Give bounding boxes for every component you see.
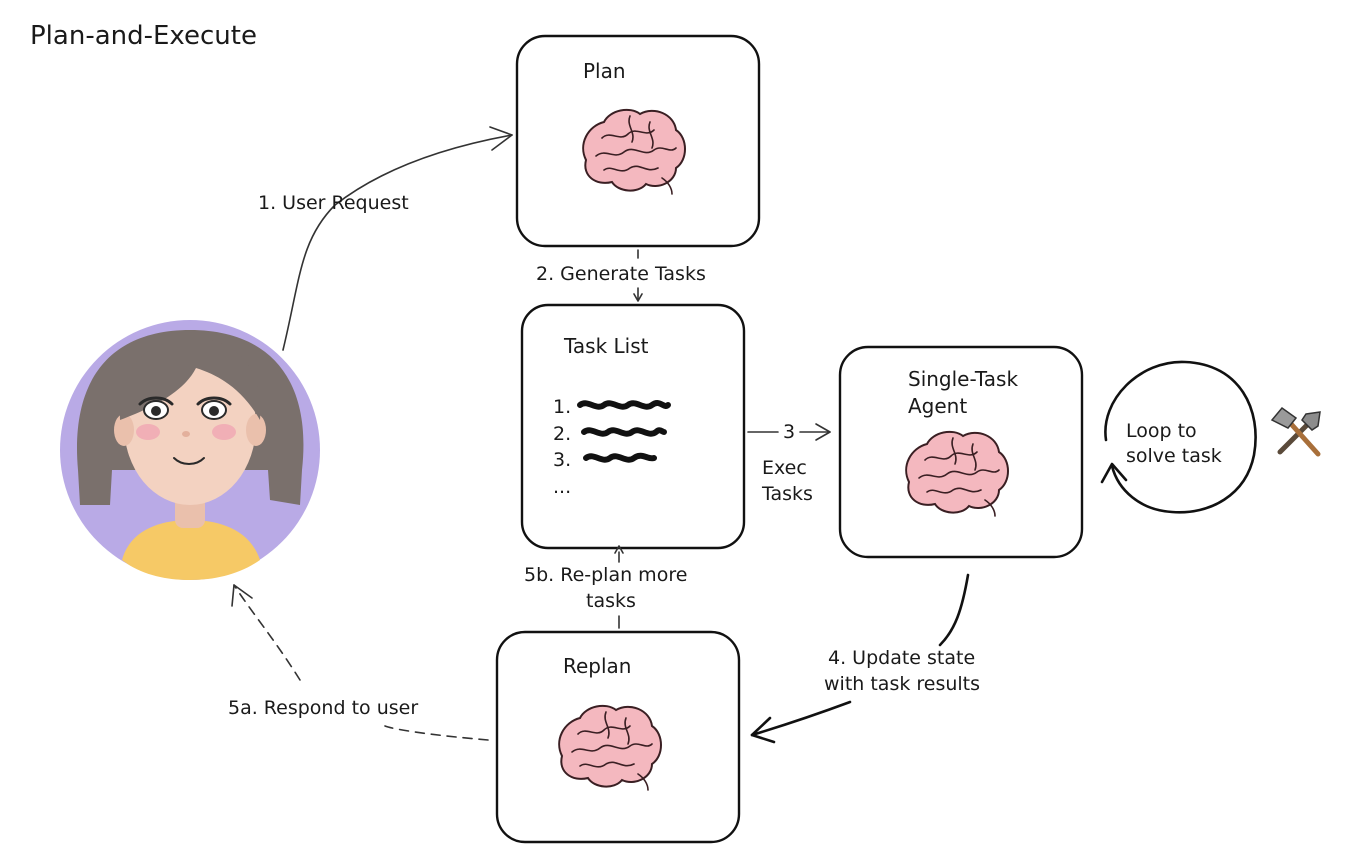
edge-exec-label-line2: Tasks (761, 483, 813, 505)
loop-node: Loop to solve task (1100, 360, 1257, 514)
agent-label-line2: Agent (908, 394, 967, 418)
edge-replan-more-tasks: 5b. Re-plan more tasks (524, 545, 687, 629)
edge-respond-to-user: 5a. Respond to user (228, 584, 489, 741)
edge-update-label-line2: with task results (824, 673, 980, 695)
task-squiggle (577, 400, 671, 410)
edge-exec-tasks: 3 Exec Tasks (747, 421, 831, 505)
edge-update-state: 4. Update state with task results (750, 573, 980, 744)
diagram-title: Plan-and-Execute (30, 21, 257, 51)
loop-arrow-icon (1104, 360, 1257, 514)
edge-exec-step-label: 3 (783, 421, 795, 443)
task-list-node: Task List 1. 2. 3. ... (520, 303, 746, 550)
edge-user-request-label: 1. User Request (258, 192, 409, 214)
tools-icon (1270, 406, 1321, 457)
user-avatar-icon (60, 320, 320, 580)
task-item-number: 1. (553, 396, 571, 418)
task-squiggle (581, 427, 667, 437)
task-squiggle (583, 452, 657, 463)
task-item-number: 2. (553, 423, 571, 445)
plan-node: Plan (515, 34, 761, 248)
edge-respond-label: 5a. Respond to user (228, 697, 418, 719)
edge-exec-label-line1: Exec (762, 457, 807, 479)
task-list-label: Task List (563, 334, 649, 358)
task-item-ellipsis: ... (553, 476, 571, 498)
replan-label: Replan (563, 654, 632, 678)
edge-user-request: 1. User Request (258, 126, 513, 351)
plan-node-label: Plan (583, 59, 626, 83)
edge-update-label-line1: 4. Update state (828, 647, 975, 669)
edge-replan-label-line2: tasks (586, 590, 636, 612)
task-item-number: 3. (553, 449, 571, 471)
edge-replan-label-line1: 5b. Re-plan more (524, 564, 687, 586)
replan-node: Replan (495, 630, 741, 844)
loop-label-line2: solve task (1126, 445, 1222, 467)
agent-node: Single-Task Agent (838, 345, 1084, 559)
loop-label-line1: Loop to (1126, 420, 1197, 442)
edge-generate-tasks: 2. Generate Tasks (536, 249, 706, 302)
edge-generate-tasks-label: 2. Generate Tasks (536, 263, 706, 285)
agent-label-line1: Single-Task (908, 367, 1018, 391)
